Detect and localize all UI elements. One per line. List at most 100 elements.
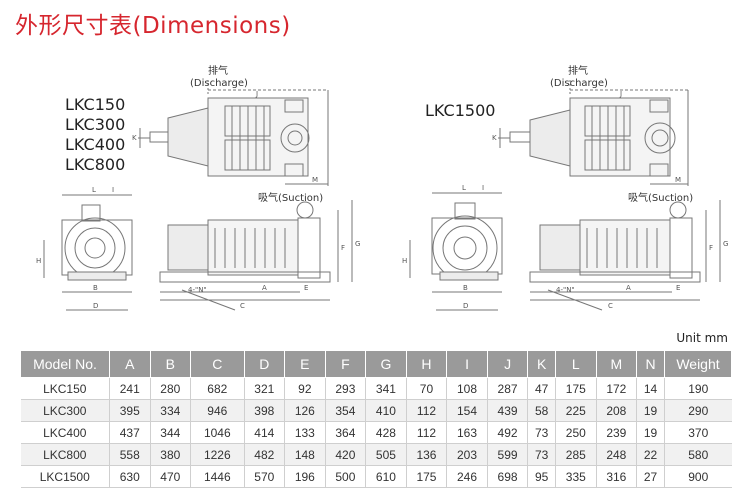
column-header: B	[149, 350, 192, 378]
model-label: LKC150	[65, 95, 125, 114]
dimension-letter: B	[463, 284, 468, 292]
table-cell: 239	[596, 421, 638, 444]
table-cell: 196	[284, 465, 326, 488]
pump-drawing-lkc1500	[409, 80, 721, 311]
table-cell: 73	[527, 443, 557, 466]
table-cell: 58	[527, 399, 557, 422]
table-cell: 321	[244, 377, 286, 400]
table-cell: 19	[636, 421, 665, 444]
table-cell: 19	[636, 399, 665, 422]
table-cell: 290	[664, 399, 732, 422]
table-cell: 610	[365, 465, 407, 488]
table-cell: 414	[244, 421, 286, 444]
table-cell: 95	[527, 465, 557, 488]
column-header: D	[243, 350, 286, 378]
table-cell: 344	[150, 421, 192, 444]
column-header: A	[109, 350, 151, 378]
table-cell: 47	[527, 377, 557, 400]
table-cell: LKC800	[20, 443, 110, 466]
table-cell: 439	[487, 399, 529, 422]
table-cell: LKC1500	[20, 465, 110, 488]
dimension-letter: E	[304, 284, 308, 292]
table-cell: 410	[365, 399, 407, 422]
table-cell: 492	[487, 421, 529, 444]
column-header: K	[527, 350, 557, 378]
table-cell: 172	[596, 377, 638, 400]
table-cell: 241	[109, 377, 151, 400]
model-label: LKC1500	[425, 101, 495, 120]
table-cell: 280	[150, 377, 192, 400]
table-cell: 580	[664, 443, 732, 466]
dimension-letter: I	[482, 184, 484, 192]
table-cell: 246	[446, 465, 488, 488]
pump-drawing-lkc150-800	[43, 80, 353, 311]
table-cell: 70	[406, 377, 448, 400]
table-row: LKC400 437 344 1046 414 133 364 428 112 …	[20, 421, 732, 444]
column-header: N	[636, 350, 665, 378]
model-label: LKC800	[65, 155, 125, 174]
table-cell: 599	[487, 443, 529, 466]
dimension-letter: F	[709, 244, 713, 252]
table-cell: 248	[596, 443, 638, 466]
dimension-letter: J	[619, 90, 622, 98]
table-cell: 175	[406, 465, 448, 488]
table-header-row: Model No. A B C D E F G H I J K L M N We…	[20, 350, 732, 378]
table-cell: 334	[150, 399, 192, 422]
discharge-label-cn: 排气	[208, 64, 228, 77]
table-cell: 203	[446, 443, 488, 466]
table-cell: 558	[109, 443, 151, 466]
table-cell: 22	[636, 443, 665, 466]
table-cell: 698	[487, 465, 529, 488]
table-cell: 225	[555, 399, 597, 422]
table-cell: 398	[244, 399, 286, 422]
dimension-letter: H	[36, 257, 41, 265]
model-label: LKC300	[65, 115, 125, 134]
table-row: LKC800 558 380 1226 482 148 420 505 136 …	[20, 443, 732, 466]
table-cell: 148	[284, 443, 326, 466]
dimension-letter: D	[93, 302, 98, 310]
column-header: L	[555, 350, 597, 378]
dimension-letter: G	[355, 240, 360, 248]
column-header: F	[324, 350, 367, 378]
dimension-letter: G	[723, 240, 728, 248]
column-header: Model No.	[20, 350, 110, 378]
table-cell: 1226	[190, 443, 245, 466]
table-cell: 163	[446, 421, 488, 444]
dimension-letter: L	[92, 186, 96, 194]
column-header: E	[284, 350, 326, 378]
suction-label: 吸气(Suction)	[258, 191, 323, 204]
table-cell: LKC150	[20, 377, 110, 400]
bolt-label: 4-"N"	[188, 286, 207, 294]
table-cell: 428	[365, 421, 407, 444]
table-row: LKC1500 630 470 1446 570 196 500 610 175…	[20, 465, 732, 488]
column-header: J	[486, 350, 529, 378]
dimension-letter: J	[255, 90, 258, 98]
unit-label: Unit mm	[676, 331, 728, 345]
dimension-letter: H	[402, 257, 407, 265]
discharge-label-en: (Discharge)	[190, 78, 248, 89]
page-title: 外形尺寸表(Dimensions)	[15, 13, 291, 39]
table-row: LKC300 395 334 946 398 126 354 410 112 1…	[20, 399, 732, 422]
table-cell: 14	[636, 377, 665, 400]
table-cell: 73	[527, 421, 557, 444]
table-cell: 285	[555, 443, 597, 466]
dimension-letter: D	[463, 302, 468, 310]
table-cell: 370	[664, 421, 732, 444]
table-cell: LKC300	[20, 399, 110, 422]
table-cell: LKC400	[20, 421, 110, 444]
table-cell: 1446	[190, 465, 245, 488]
table-row: LKC150 241 280 682 321 92 293 341 70 108…	[20, 377, 732, 400]
dimension-letter: B	[93, 284, 98, 292]
table-cell: 133	[284, 421, 326, 444]
table-cell: 27	[636, 465, 665, 488]
dimension-letter: M	[675, 176, 681, 184]
table-cell: 108	[446, 377, 488, 400]
model-label: LKC400	[65, 135, 125, 154]
technical-drawing: LKC150 LKC300 LKC400 LKC800 LKC1500 排气 (…	[36, 64, 728, 311]
table-cell: 112	[406, 399, 448, 422]
column-header: Weight	[664, 350, 732, 378]
column-header: M	[595, 350, 638, 378]
table-cell: 1046	[190, 421, 245, 444]
table-cell: 364	[325, 421, 367, 444]
dimension-letter: A	[262, 284, 267, 292]
